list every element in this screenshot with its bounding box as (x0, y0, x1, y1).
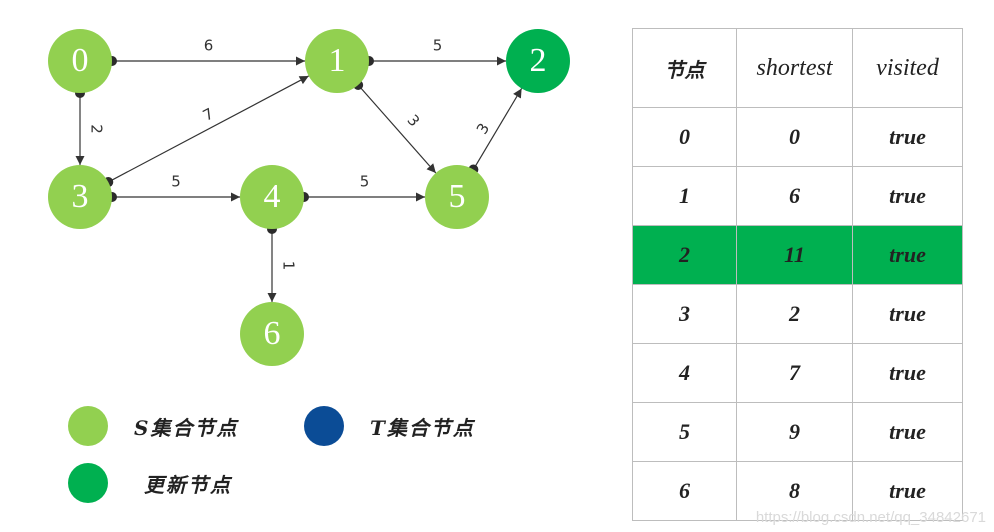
cell-node: 3 (632, 284, 737, 344)
edge-1-5 (357, 84, 437, 174)
node-0 (48, 29, 112, 93)
node-label-0: 0 (72, 42, 89, 79)
legend-s-swatch (68, 406, 108, 446)
legend-updated-label: 更新节点 (144, 472, 232, 497)
edge-weight-label: 5 (360, 173, 370, 191)
cell-shortest: 9 (736, 402, 853, 462)
node-label-4: 4 (264, 178, 281, 215)
cell-visited: true (852, 225, 963, 285)
cell-node: 6 (632, 461, 737, 521)
edge-weight-label: 3 (473, 120, 493, 137)
legend-t-label: T集合节点 (370, 415, 475, 440)
node-4 (240, 165, 304, 229)
node-1 (305, 29, 369, 93)
node-label-6: 6 (264, 315, 281, 352)
node-label-1: 1 (329, 42, 346, 79)
cell-shortest: 6 (736, 166, 853, 226)
cell-visited: true (852, 461, 963, 521)
legend-t-swatch (304, 406, 344, 446)
node-label-2: 2 (530, 42, 547, 79)
cell-visited: true (852, 343, 963, 403)
cell-shortest: 11 (736, 225, 853, 285)
edge-weight-label: 7 (200, 104, 217, 124)
cell-node: 1 (632, 166, 737, 226)
cell-visited: true (852, 166, 963, 226)
table-header-row: 节点 shortest visited (632, 28, 963, 108)
node-label-5: 5 (449, 178, 466, 215)
edge-weight-label: 5 (171, 173, 181, 191)
node-3 (48, 165, 112, 229)
cell-node: 5 (632, 402, 737, 462)
cell-shortest: 2 (736, 284, 853, 344)
legend-s-set: S集合节点 (68, 406, 238, 446)
cell-node: 0 (632, 107, 737, 167)
cell-node: 4 (632, 343, 737, 403)
cell-shortest: 7 (736, 343, 853, 403)
edge-weight-label: 3 (403, 111, 423, 130)
watermark: https://blog.csdn.net/qq_34842671 (755, 509, 986, 526)
node-5 (425, 165, 489, 229)
legend-s-label: S集合节点 (134, 415, 239, 440)
node-2 (506, 29, 570, 93)
node-label-3: 3 (72, 178, 89, 215)
cell-visited: true (852, 402, 963, 462)
header-shortest: shortest (736, 28, 853, 108)
edge-3-1 (108, 75, 309, 183)
cell-visited: true (852, 284, 963, 344)
edge-weight-label: 2 (88, 124, 106, 134)
legend-t-set: T集合节点 (304, 406, 475, 446)
graph-diagram: 6 2 5 3 7 5 5 1 3 0 1 2 3 4 5 6 (48, 29, 570, 366)
edge-weight-label: 6 (204, 37, 214, 55)
legend-updated-swatch (68, 463, 108, 503)
header-visited: visited (852, 28, 963, 108)
cell-shortest: 8 (736, 461, 853, 521)
legend-updated: 更新节点 (68, 463, 232, 503)
cell-node: 2 (632, 225, 737, 285)
edge-weight-label: 1 (280, 261, 298, 271)
edge-weight-label: 5 (433, 37, 443, 55)
cell-visited: true (852, 107, 963, 167)
header-node: 节点 (632, 28, 737, 108)
edge-5-2 (472, 88, 523, 170)
cell-shortest: 0 (736, 107, 853, 167)
node-6 (240, 302, 304, 366)
